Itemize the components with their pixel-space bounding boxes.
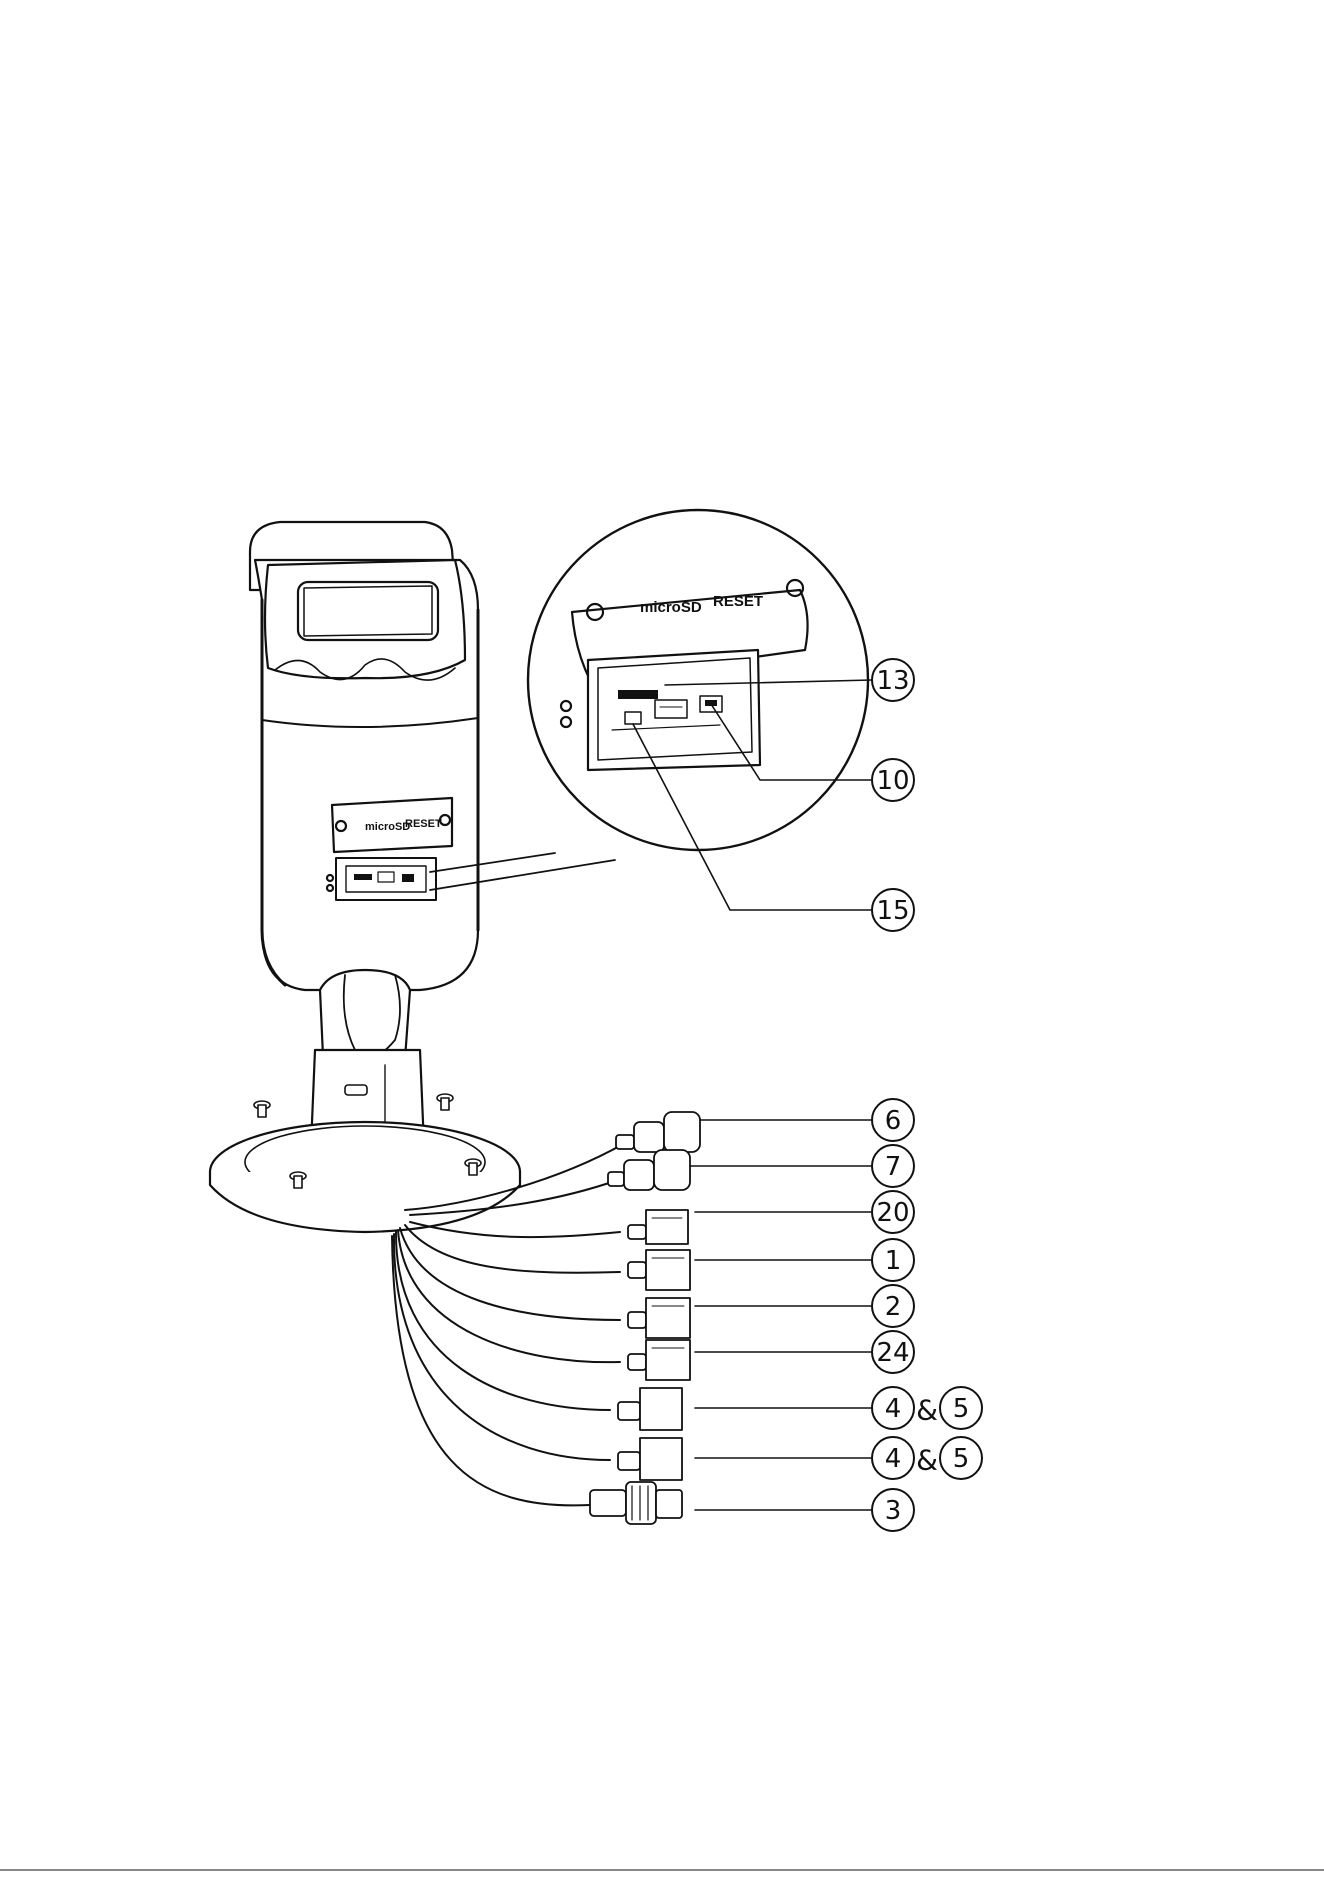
callout-15-label: 15 <box>876 896 909 926</box>
callout-markers: 13 10 15 6 7 20 1 2 24 4&5 4&5 3 <box>872 659 982 1531</box>
microsd-slot <box>618 690 658 699</box>
reset-label: RESET <box>713 593 763 610</box>
microsd-label: microSD <box>640 599 702 616</box>
cable-connectors <box>590 1112 700 1524</box>
callout-c4a-label: 4 <box>885 1394 902 1424</box>
small-reset-label: RESET <box>405 818 442 830</box>
callout-c20-label: 20 <box>876 1198 909 1228</box>
small-microsd-label: microSD <box>365 821 410 833</box>
callout-c4b-amp: & <box>916 1444 938 1477</box>
small-access-cover: microSD RESET <box>332 798 452 852</box>
callout-c24-label: 24 <box>876 1338 909 1368</box>
callout-c2-label: 2 <box>885 1292 902 1322</box>
callout-c4a-amp: & <box>916 1394 938 1427</box>
callout-c1-label: 1 <box>885 1246 902 1276</box>
callout-c4b-label: 4 <box>885 1444 902 1474</box>
callout-c7-label: 7 <box>885 1152 902 1182</box>
callout-c4b-second-label: 5 <box>953 1444 970 1474</box>
callout-c3-label: 3 <box>885 1496 902 1526</box>
detail-zoom-bubble: microSD RESET <box>430 510 868 890</box>
camera-body: microSD RESET <box>250 522 478 990</box>
mount-base <box>210 970 520 1232</box>
callout-c6-label: 6 <box>885 1106 902 1136</box>
callout-c4a-second-label: 5 <box>953 1394 970 1424</box>
callout-10-label: 10 <box>876 766 909 796</box>
callout-13-label: 13 <box>876 666 909 696</box>
